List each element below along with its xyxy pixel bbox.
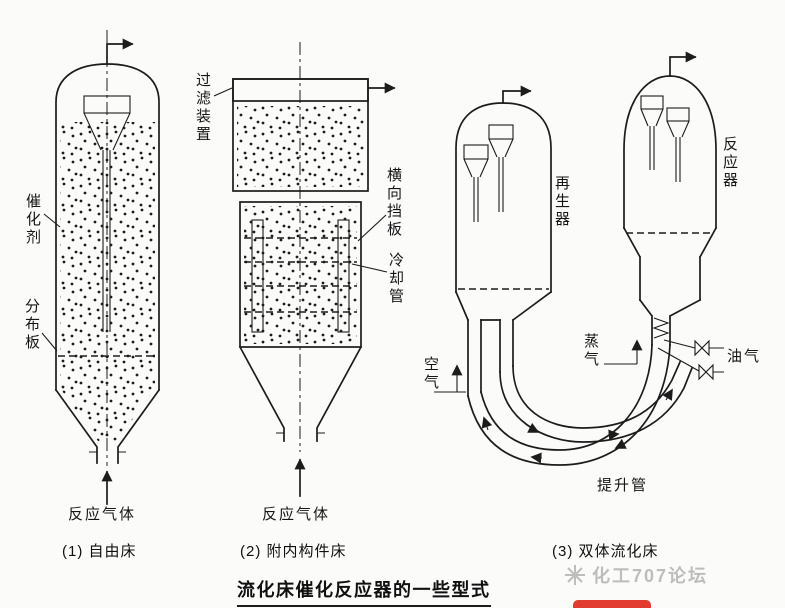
watermark: 化工707论坛 (564, 562, 708, 588)
leader-lines (213, 87, 388, 273)
cone-bottom (238, 345, 363, 442)
label-steam: 蒸气 (582, 333, 599, 369)
label-air: 空气 (422, 356, 439, 392)
reactor-cyclone-1-dipleg (640, 108, 664, 170)
u-tube-a-outer (466, 344, 671, 466)
reactor-stripper (622, 226, 718, 301)
cyclone-dipleg (102, 150, 111, 332)
label-oil-gas: 油气 (727, 348, 762, 365)
reactor-cyclone-2-dipleg (666, 120, 690, 182)
lower-shell (239, 201, 362, 348)
slide-valve-zigzag (652, 317, 670, 339)
cone-bottom (54, 388, 161, 464)
regen-cyclone-1 (463, 144, 489, 160)
reactor-outlet-arrow (669, 51, 697, 77)
oil-gas-stubs (709, 347, 724, 373)
label-reactor: 反应器 (721, 136, 738, 190)
label-filter-device: 过滤装置 (194, 72, 211, 144)
watermark-text: 化工707论坛 (592, 566, 709, 586)
u-tube-b-inner (512, 360, 682, 429)
slide-valve-1 (694, 339, 710, 357)
reactor-cyclone-1 (640, 95, 664, 110)
flow-arrow (662, 388, 673, 401)
u-tube-a-inner (479, 344, 653, 451)
figure-title: 流化床催化反应器的一些型式 (237, 576, 491, 607)
caption-free-bed: (1) 自由床 (62, 543, 137, 560)
dual-bed-drawing (434, 51, 724, 466)
watermark-logo-icon (565, 565, 585, 585)
label-distributor: 分布板 (23, 298, 40, 352)
flow-arrow (530, 452, 543, 464)
red-banner-partial (573, 600, 651, 608)
transverse-baffles (244, 237, 357, 313)
reactor-outline (623, 75, 717, 229)
flow-arrow (481, 416, 493, 431)
label-catalyst: 催化剂 (24, 193, 41, 247)
label-regenerator: 再生器 (553, 175, 570, 229)
label-riser: 提升管 (597, 477, 649, 494)
filter-band (232, 78, 369, 102)
caption-dual-bed: (3) 双体流化床 (552, 543, 659, 560)
valve-branch-lines (657, 339, 700, 372)
cooling-tube-left (251, 219, 264, 333)
outlet-arrow (106, 38, 134, 65)
u-tube-b-outer (499, 366, 694, 443)
regen-cyclone-2 (488, 124, 514, 140)
regen-outlet-arrow (502, 85, 532, 104)
caption-internal-bed: (2) 附内构件床 (240, 543, 347, 560)
regenerator-bottom (454, 290, 553, 322)
label-baffle: 横向挡板 (385, 167, 402, 239)
slide-valve-2 (698, 363, 714, 381)
cyclone-filter-box (83, 95, 131, 114)
lower-dots (244, 206, 357, 344)
flow-arrow (614, 438, 627, 449)
regenerator-legs (467, 319, 514, 397)
label-reaction-gas-1: 反应气体 (68, 506, 137, 523)
flow-arrow (607, 429, 620, 441)
leader-lines (41, 213, 61, 352)
label-reaction-gas-2: 反应气体 (262, 506, 331, 523)
cyclone-funnel (83, 112, 131, 151)
label-cooling-pipe: 冷却管 (387, 252, 404, 306)
regen-cyclone-2-dipleg (488, 138, 514, 212)
catalyst-dots (60, 122, 155, 441)
regen-cyclone-1-dipleg (463, 158, 489, 222)
free-bed-drawing (41, 30, 161, 505)
upper-dots (237, 106, 364, 187)
cooling-tube-right (337, 219, 350, 333)
flow-arrow (527, 422, 540, 433)
reactor-standpipe (638, 298, 702, 346)
internal-bed-drawing (213, 42, 396, 497)
reactor-cyclone-2 (666, 107, 690, 122)
